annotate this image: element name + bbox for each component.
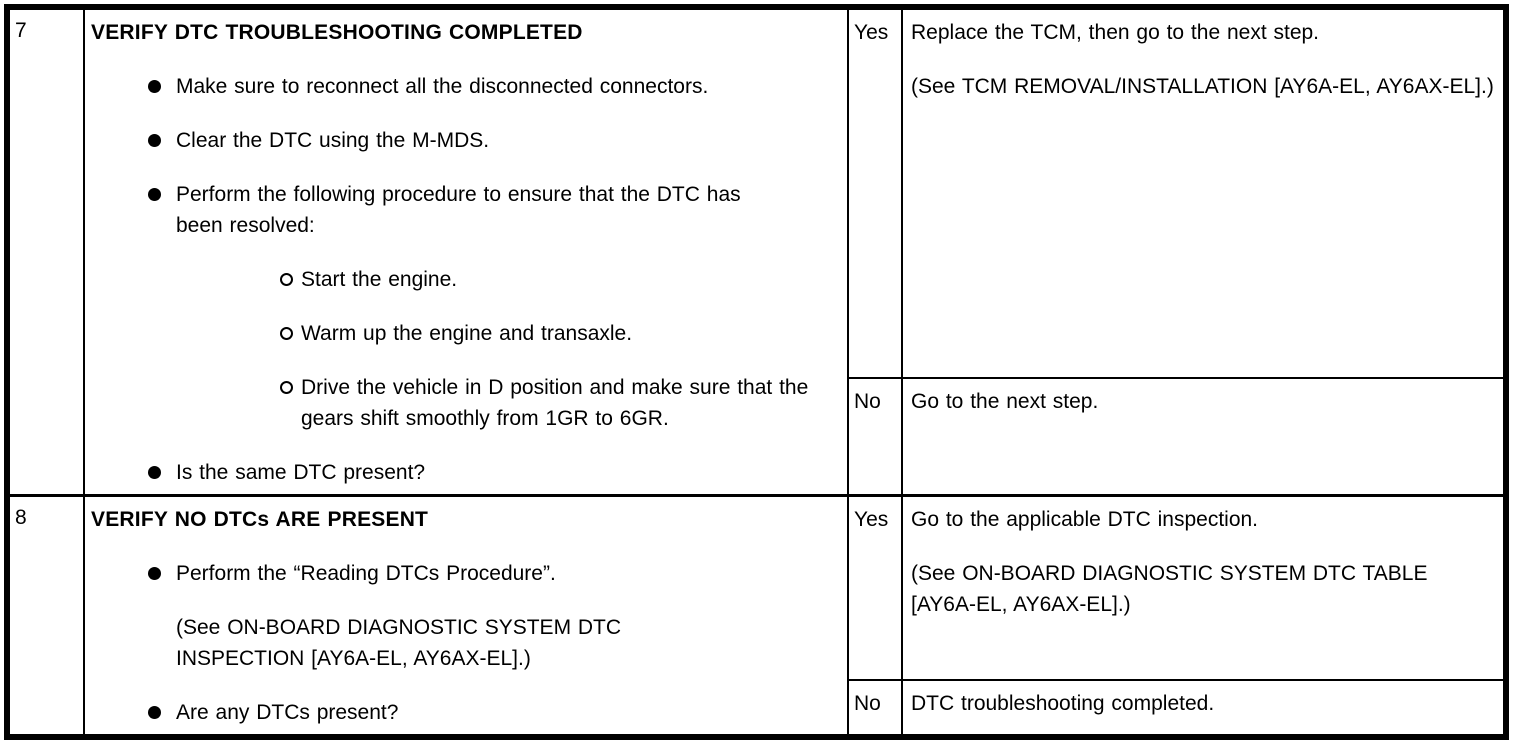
dtc-troubleshooting-table: 7 VERIFY DTC TROUBLESHOOTING COMPLETED M… (4, 4, 1509, 740)
procedure-step-text: Perform the following procedure to ensur… (176, 183, 741, 237)
action-text: DTC troubleshooting completed. (911, 691, 1215, 715)
action-reference: (See ON-BOARD DIAGNOSTIC SYSTEM DTC TABL… (911, 562, 1428, 616)
result-label-no: No (854, 389, 881, 413)
procedure-title: VERIFY NO DTCs ARE PRESENT (91, 508, 429, 531)
procedure-question-text: Are any DTCs present? (176, 701, 399, 724)
procedure-step-text: Perform the “Reading DTCs Procedure”. (176, 562, 556, 585)
step-number-cell: 8 (6, 494, 85, 738)
action-cell: DTC troubleshooting completed. (901, 678, 1507, 739)
procedure-step-text: Make sure to reconnect all the disconnec… (176, 75, 709, 98)
step-number: 8 (15, 506, 27, 529)
see-reference-note: (See ON-BOARD DIAGNOSTIC SYSTEM DTC INSP… (176, 616, 622, 670)
step-number: 7 (15, 19, 27, 42)
procedure-sub-step: Drive the vehicle in D position and make… (91, 372, 841, 434)
bullet-icon (148, 179, 176, 241)
action-cell: Go to the applicable DTC inspection. (Se… (901, 493, 1507, 681)
result-cell-yes: Yes (847, 6, 903, 379)
result-cell-no: No (847, 678, 903, 739)
procedure-sub-step: Warm up the engine and transaxle. (91, 318, 841, 349)
procedure-sub-step-text: Start the engine. (301, 268, 458, 291)
procedure-question: Are any DTCs present? (91, 697, 841, 728)
result-cell-yes: Yes (847, 493, 903, 681)
procedure-step: Clear the DTC using the M-MDS. (91, 125, 841, 156)
result-label-yes: Yes (854, 508, 889, 531)
procedure-title: VERIFY DTC TROUBLESHOOTING COMPLETED (91, 21, 583, 44)
procedure-step: Perform the following procedure to ensur… (91, 179, 841, 241)
inspection-cell-step8: VERIFY NO DTCs ARE PRESENT Perform the “… (83, 494, 849, 738)
action-cell: Replace the TCM, then go to the next ste… (901, 6, 1507, 379)
bullet-icon (148, 558, 176, 589)
bullet-icon (148, 697, 176, 728)
action-cell: Go to the next step. (901, 376, 1507, 497)
action-text: Go to the next step. (911, 389, 1099, 413)
bullet-icon (148, 457, 176, 488)
troubleshooting-table-sheet: 7 VERIFY DTC TROUBLESHOOTING COMPLETED M… (4, 4, 1509, 740)
procedure-step-text: Clear the DTC using the M-MDS. (176, 129, 490, 152)
result-label-no: No (854, 691, 881, 715)
action-text: Replace the TCM, then go to the next ste… (911, 21, 1320, 44)
procedure-question-text: Is the same DTC present? (176, 461, 426, 484)
inspection-cell-step7: VERIFY DTC TROUBLESHOOTING COMPLETED Mak… (83, 6, 849, 497)
procedure-step: Make sure to reconnect all the disconnec… (91, 71, 841, 102)
action-reference: (See TCM REMOVAL/INSTALLATION [AY6A-EL, … (911, 75, 1494, 98)
procedure-sub-step-text: Warm up the engine and transaxle. (301, 322, 633, 345)
circle-bullet-icon (280, 372, 301, 434)
action-text: Go to the applicable DTC inspection. (911, 508, 1259, 531)
bullet-icon (148, 71, 176, 102)
procedure-sub-step: Start the engine. (91, 264, 841, 295)
result-cell-no: No (847, 376, 903, 497)
procedure-question: Is the same DTC present? (91, 457, 841, 488)
bullet-icon (148, 125, 176, 156)
circle-bullet-icon (280, 264, 301, 295)
procedure-sub-step-text: Drive the vehicle in D position and make… (301, 376, 809, 430)
step-number-cell: 7 (6, 6, 85, 497)
procedure-step: Perform the “Reading DTCs Procedure”. (91, 558, 841, 589)
circle-bullet-icon (280, 318, 301, 349)
result-label-yes: Yes (854, 21, 889, 44)
